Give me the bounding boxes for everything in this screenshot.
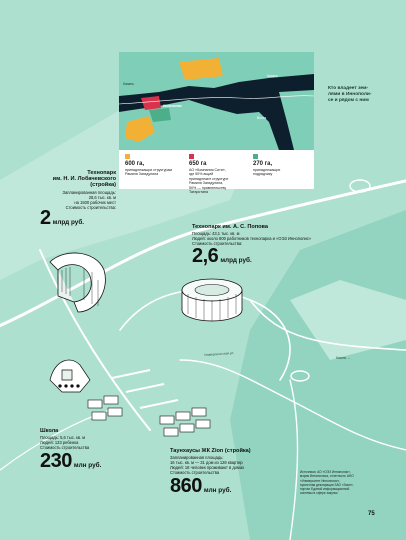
legend-red: 650 га АО «Компания Сити», где 50% акций…	[189, 154, 249, 194]
legend-red-area: 650 га	[189, 161, 207, 167]
label-kazan: Казань	[267, 74, 278, 78]
lobachevsky-title-line-1: Технопарк	[87, 170, 116, 176]
roundabout-east	[349, 179, 371, 193]
townhouses-cost-value: 860	[170, 475, 202, 497]
sources-line-3: «Университет Иннополис»,	[300, 478, 341, 483]
school-details: Площадь: 5,6 тыс. кв. м Людей: 133 ребен…	[40, 435, 89, 450]
popov-title: Технопарк им. А. С. Попова	[192, 224, 269, 230]
inset-map	[119, 52, 314, 150]
legend-green-area: 270 га,	[253, 161, 273, 167]
east-bank	[279, 90, 314, 150]
lobachevsky-line-4: Стоимость строительства:	[65, 205, 116, 210]
field-area	[290, 280, 406, 360]
lobachevsky-cost-value: 2	[40, 207, 51, 229]
legend-orange: 600 га, принадлежащих структурам Рамиля …	[125, 154, 185, 177]
lobachevsky-line-1: Запланированная площадь:	[62, 190, 116, 195]
school-cost-unit: млн руб.	[73, 462, 102, 469]
school-cost-value: 230	[40, 450, 72, 472]
school-building	[49, 359, 91, 393]
lobachevsky-title: Технопарк им. Н. И. Лобачевского (стройк…	[20, 170, 116, 189]
university-road	[179, 359, 406, 451]
legend: 600 га, принадлежащих структурам Рамиля …	[119, 152, 314, 194]
legend-red-line-6: Татарстана	[189, 190, 208, 195]
zone-orange-north	[179, 58, 223, 80]
popov-line-3: Стоимость строительства:	[192, 241, 243, 246]
sources-line-2: мэрия Иннополиса, отчетность АНО	[300, 474, 354, 479]
popov-line-1: Площадь: 43,1 тыс. кв. м	[192, 231, 240, 236]
legend-red-line-4: Рамиля Загидулина,	[189, 181, 224, 186]
lobachevsky-building	[49, 252, 106, 313]
popov-cost-unit: млрд руб.	[220, 257, 252, 264]
south-road	[289, 379, 299, 540]
townhouses-line-3: Людей: 18 человек проживают в домах	[170, 465, 245, 470]
label-kazan-sw: Казань	[123, 82, 134, 86]
legend-green: 270 га, принадлежащих подрядчику	[253, 154, 313, 177]
legend-red-line-5: 50% — правительству	[189, 185, 227, 190]
label-innopolis: Иннополис	[163, 104, 182, 108]
townhouses-line-1: Запланированная площадь:	[170, 455, 224, 460]
lobachevsky-title-line-3: (стройка)	[90, 182, 116, 189]
lobachevsky-cost-unit: млрд руб.	[52, 219, 85, 226]
legend-orange-area: 600 га,	[125, 161, 145, 167]
lobachevsky-line-2: 28,6 тыс. кв. м	[88, 195, 116, 200]
townhouses-details: Запланированная площадь: 16 тыс. кв. м —…	[170, 455, 244, 475]
legend-swatch-orange	[125, 154, 130, 159]
label-volga: Волга	[257, 116, 267, 120]
side-question: Кто владеет зем- лями в Иннополи- се и р…	[328, 86, 371, 104]
legend-red-line-1: АО «Компания Сити»,	[189, 168, 226, 172]
popov-cost-value: 2,6	[192, 245, 219, 267]
side-road-west	[39, 249, 151, 431]
side-question-line-2: лями в Иннополи-	[328, 92, 372, 97]
legend-red-line-3: принадлежит структуре	[189, 176, 229, 181]
roads	[0, 179, 406, 540]
road-label-kazan: Казань →	[336, 356, 351, 360]
legend-green-line-2: подрядчику	[253, 172, 273, 177]
legend-red-line-2: где 50% акций	[189, 172, 214, 177]
school-title: Школа	[40, 428, 59, 434]
lobachevsky-line-3: на 1500 рабочих мест	[74, 200, 116, 205]
popov-building	[181, 278, 243, 322]
school-line-3: Стоимость строительства	[40, 445, 90, 450]
townhouses-line-4: Стоимость строительства	[170, 470, 220, 475]
side-question-line-1: Кто владеет зем-	[328, 86, 369, 91]
sources-note: Источники: АО «ОЭЗ Иннополис», мэрия Инн…	[300, 470, 392, 496]
legend-swatch-green	[253, 154, 258, 159]
legend-swatch-red	[189, 154, 194, 159]
school-line-2: Людей: 133 ребенка	[40, 440, 79, 445]
townhouses-title: Таунхаусы ЖК Zion (стройка)	[170, 448, 251, 454]
page-number: 75	[368, 511, 375, 517]
road-to-kazan	[249, 299, 406, 351]
sources-line-6: системы в сфере закупок	[300, 491, 338, 496]
zone-green	[149, 108, 171, 122]
townhouses-line-2: 16 тыс. кв. м — 31 дом из 128 квартир	[170, 460, 243, 465]
townhouses	[87, 369, 211, 437]
popov-details: Площадь: 43,1 тыс. кв. м Людей: около 80…	[192, 231, 311, 246]
popov-line-2: Людей: около 800 работников технопарка и…	[192, 236, 312, 241]
sources-line-4: проектная декларация ЗАО «Зион»,	[300, 482, 354, 487]
legend-green-line-1: принадлежащих	[253, 168, 281, 172]
zone-orange	[125, 116, 155, 142]
ownership-inset: Казань Иннополис Волга Казань 600 га, пр…	[119, 52, 314, 194]
inset-road	[119, 95, 314, 105]
lobachevsky-title-line-2: им. Н. И. Лобачевского	[52, 176, 116, 183]
legend-orange-line-1: принадлежащих структурам	[125, 168, 172, 172]
sources-line-5: портал Единой информационной	[300, 487, 350, 492]
roundabout-south	[290, 370, 310, 382]
main-road	[0, 179, 406, 328]
zone-red	[141, 96, 161, 110]
townhouses-cost-unit: млн руб.	[203, 487, 232, 494]
legend-orange-line-2: Рамиля Загидулина	[125, 172, 159, 177]
side-question-line-3: се и рядом с ним	[328, 98, 369, 103]
sources-line-1: Источники: АО «ОЭЗ Иннополис»,	[300, 470, 351, 474]
school-line-1: Площадь: 5,6 тыс. кв. м	[40, 435, 86, 440]
lobachevsky-details: Запланированная площадь: 28,6 тыс. кв. м…	[20, 190, 116, 210]
